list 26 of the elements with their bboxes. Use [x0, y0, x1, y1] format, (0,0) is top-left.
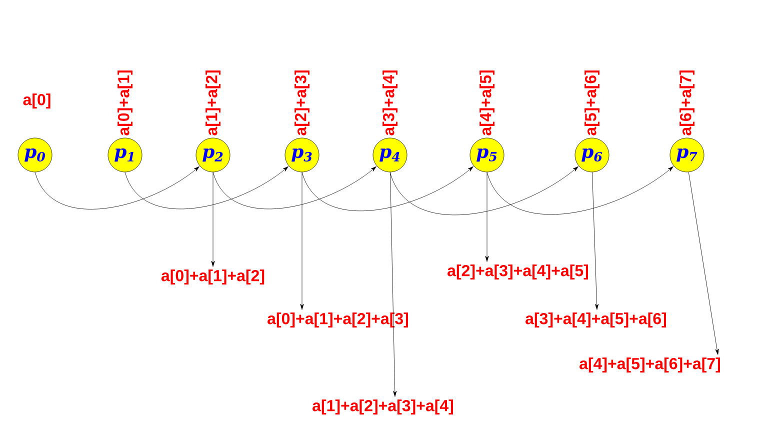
arrow — [688, 172, 719, 355]
value-label: a[0]+a[1] — [118, 70, 132, 136]
arrow — [390, 172, 397, 397]
arrow — [300, 172, 304, 310]
sum-label: a[3]+a[4]+a[5]+a[6] — [526, 312, 666, 328]
arrow — [390, 166, 578, 216]
sum-label: a[1]+a[2]+a[3]+a[4] — [312, 400, 453, 414]
arrow — [124, 166, 288, 210]
value-label: a[2]+a[3] — [294, 70, 310, 136]
sum-label: a[0]+a[1]+a[2] — [161, 270, 264, 284]
sum-label: a[2]+a[3]+a[4]+a[5] — [448, 264, 588, 280]
sum-label: a[0]+a[1]+a[2]+a[3] — [268, 312, 408, 328]
arrow — [486, 166, 674, 215]
sum-label: a[4]+a[5]+a[6]+a[7] — [580, 358, 720, 372]
arrow — [34, 166, 200, 210]
value-label: a[1]+a[2] — [206, 70, 220, 136]
value-label: a[3]+a[4] — [382, 70, 398, 136]
value-label: a[4]+a[5] — [480, 70, 494, 136]
arrow — [212, 166, 376, 210]
arrow — [485, 172, 489, 262]
arrow — [211, 172, 215, 267]
value-label: a[0] — [23, 94, 50, 108]
value-label: a[6]+a[7] — [680, 70, 694, 136]
arrow — [592, 172, 599, 310]
value-label: a[5]+a[6] — [584, 70, 600, 136]
arrow — [302, 166, 474, 212]
